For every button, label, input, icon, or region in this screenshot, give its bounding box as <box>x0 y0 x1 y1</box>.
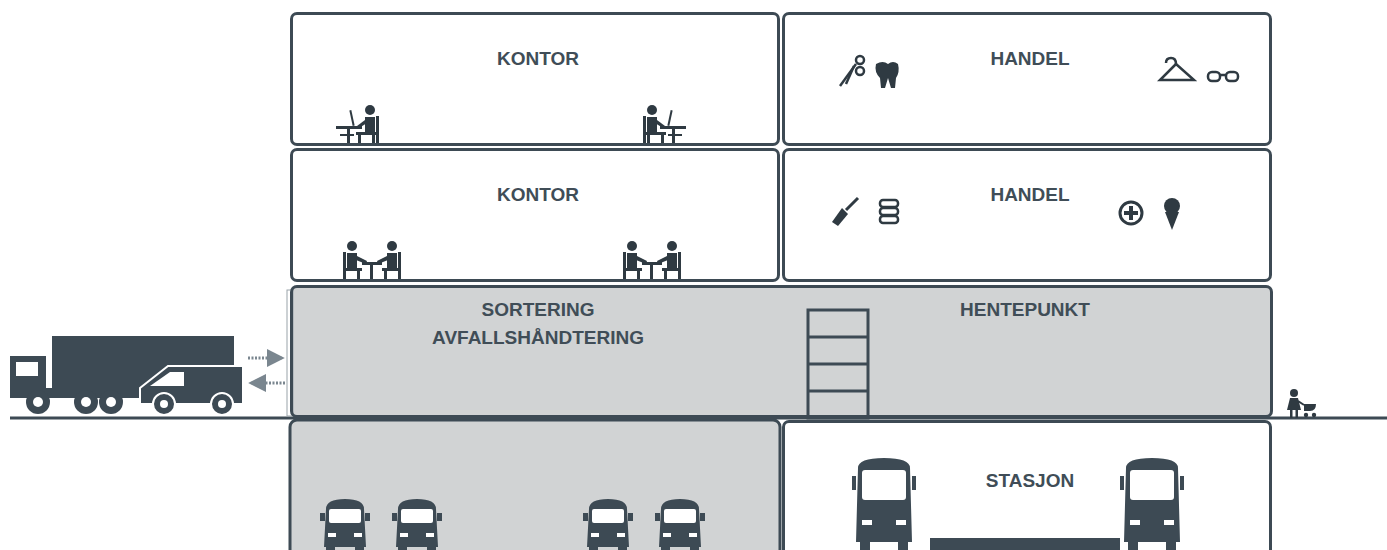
floor-label: KONTOR <box>497 45 579 73</box>
station-level: STASJON <box>782 420 1272 550</box>
floor-label: HENTEPUNKT <box>960 296 1090 324</box>
floor-label: KONTOR <box>497 181 579 209</box>
logistics-floor: SORTERING AVFALLSHÅNDTERING HENTEPUNKT <box>290 285 1273 418</box>
office-floor: KONTOR <box>290 12 780 146</box>
floor-label: SORTERING AVFALLSHÅNDTERING <box>413 296 663 352</box>
floor-label: HANDEL <box>990 45 1069 73</box>
floor-label: STASJON <box>986 467 1074 495</box>
office-floor: KONTOR <box>290 148 780 282</box>
retail-floor: HANDEL <box>782 148 1272 282</box>
floor-label: HANDEL <box>990 181 1069 209</box>
retail-floor: HANDEL <box>782 12 1272 146</box>
